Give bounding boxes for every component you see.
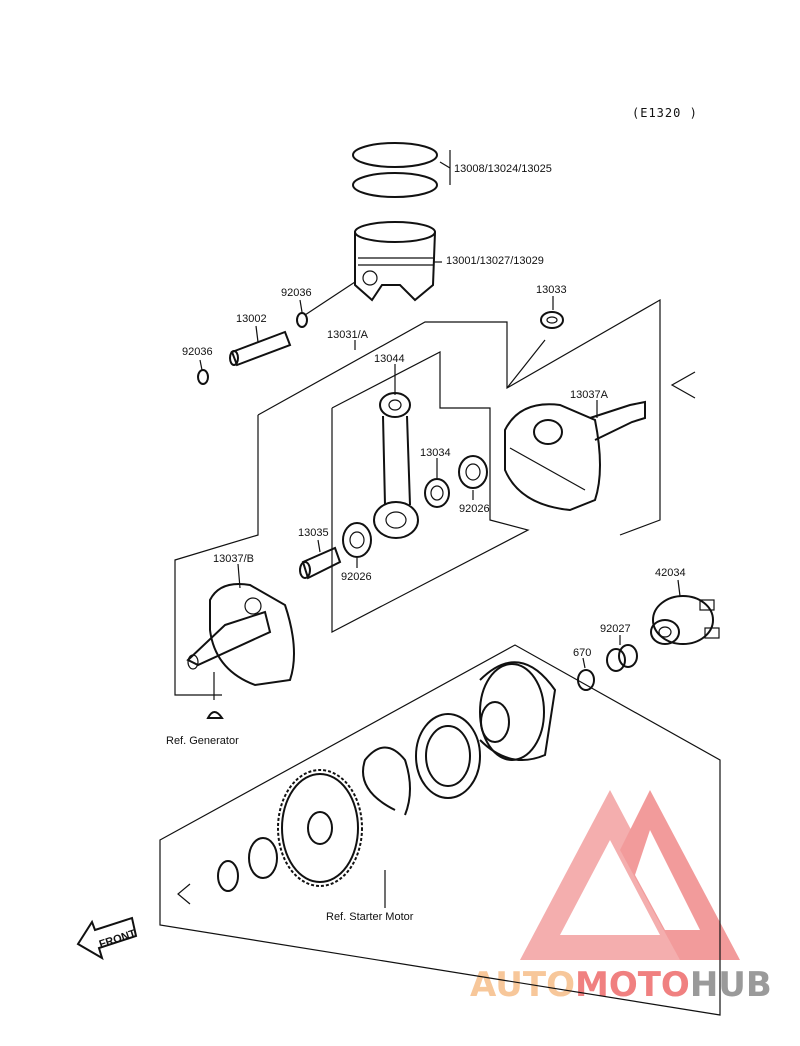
- label-washer-b: 92026: [341, 571, 372, 583]
- label-pin: 13002: [236, 313, 267, 325]
- label-oring: 670: [573, 647, 591, 659]
- ref-generator: Ref. Generator: [166, 735, 239, 747]
- hub: [650, 595, 720, 645]
- label-piston: 13001/13027/13029: [446, 255, 544, 267]
- label-washer-a: 92026: [459, 503, 490, 515]
- diagram-code: (E1320 ): [632, 106, 698, 120]
- needle-bearing: [424, 478, 450, 508]
- label-conrod: 13044: [374, 353, 405, 365]
- label-bearing: 13034: [420, 447, 451, 459]
- connecting-rod: [373, 392, 419, 539]
- assy-frame: [174, 298, 661, 696]
- label-clip-upper: 92036: [281, 287, 312, 299]
- clip-upper: [296, 312, 308, 328]
- watermark-logo: [520, 790, 740, 960]
- label-crank-a: 13037A: [570, 389, 609, 401]
- watermark-auto: AUTO: [470, 965, 575, 1005]
- crank-pin: [299, 546, 342, 580]
- snap-ring-large: [362, 746, 411, 816]
- front-label: FRONT: [98, 928, 138, 951]
- watermark-moto: MOTO: [575, 965, 690, 1005]
- o-ring: [577, 669, 595, 691]
- label-rings: 13008/13024/13025: [454, 163, 552, 175]
- label-upper-bearing: 13033: [536, 284, 567, 296]
- piston-rings: [352, 142, 451, 198]
- svg-text:AUTOMOTOHUB: AUTOMOTOHUB: [470, 965, 772, 1005]
- label-clip-lower: 92036: [182, 346, 213, 358]
- label-assy: 13031/A: [327, 329, 369, 341]
- ref-starter: Ref. Starter Motor: [326, 911, 414, 923]
- one-way-clutch: [415, 713, 481, 799]
- collar: [606, 644, 638, 672]
- crank-half-a: [504, 400, 646, 512]
- watermark-hub: HUB: [690, 965, 772, 1005]
- label-hub: 42034: [655, 567, 686, 579]
- clutch-housing: [479, 661, 557, 761]
- upper-bearing: [540, 311, 564, 329]
- washer-b: [342, 522, 372, 558]
- conrod-frame: [331, 351, 530, 633]
- watermark-text: AUTOMOTOHUB: [470, 965, 772, 1005]
- label-crank-b: 13037/B: [213, 553, 254, 565]
- label-collar: 92027: [600, 623, 631, 635]
- crank-half-b: [186, 583, 295, 687]
- circlip-starter: [217, 860, 239, 892]
- washer-starter: [248, 837, 278, 879]
- washer-a: [458, 455, 488, 489]
- clip-lower: [197, 369, 209, 385]
- front-arrow: FRONT: [76, 916, 138, 961]
- piston-pin: [229, 330, 292, 367]
- arrow-marker-left: [177, 883, 191, 905]
- woodruff-key: [206, 711, 224, 719]
- arrow-marker-right: [670, 371, 696, 399]
- piston: [354, 221, 436, 302]
- starter-frame: [159, 644, 721, 1016]
- label-crankpin: 13035: [298, 527, 329, 539]
- starter-gear: [277, 769, 363, 887]
